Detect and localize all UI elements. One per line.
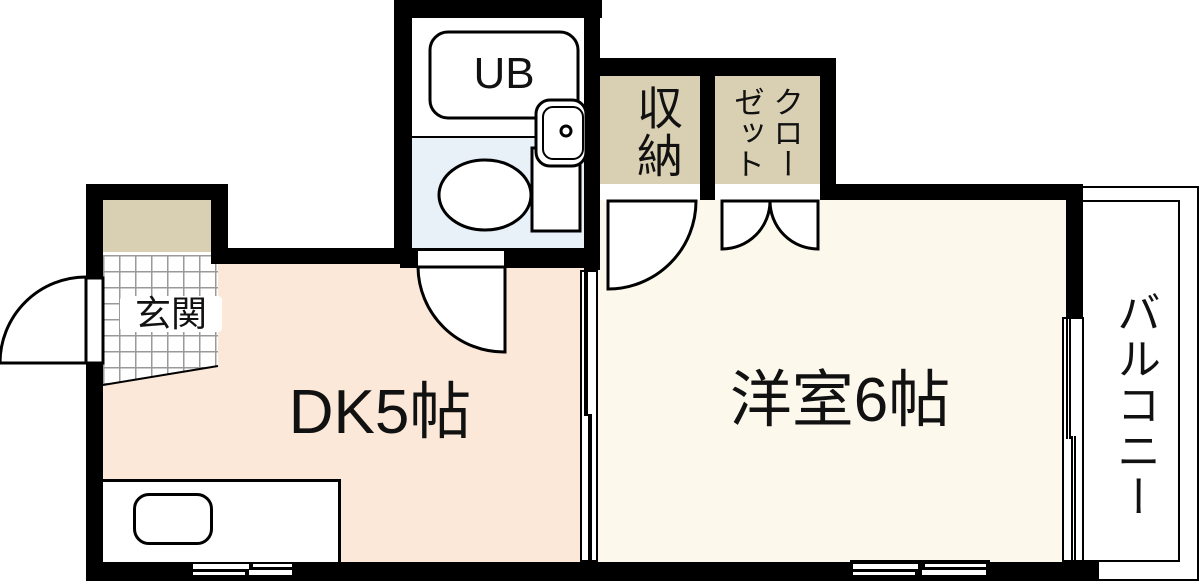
balcony-window-panel <box>1071 436 1076 560</box>
closet-door-swing-left <box>720 199 772 251</box>
entrance-shoe-box <box>103 200 211 252</box>
sliding-door-panel <box>588 414 592 560</box>
western-room <box>598 200 1066 562</box>
entrance-door-frame <box>84 276 105 365</box>
storage-door-swing <box>606 199 698 291</box>
western-window-pane <box>925 564 986 567</box>
wall <box>394 0 412 264</box>
toilet-bowl <box>437 158 533 232</box>
wall <box>584 184 600 200</box>
closet-label-col1: クロー <box>768 85 803 179</box>
wall <box>820 58 836 200</box>
sliding-door-panel <box>584 272 588 416</box>
wall <box>211 248 411 264</box>
kitchen-sink <box>133 493 213 545</box>
storage-label: 収納 <box>631 84 683 180</box>
wall <box>1066 184 1083 324</box>
western-room-label: 洋室6帖 <box>729 366 951 435</box>
balcony-inner-outline <box>1083 200 1180 562</box>
dk-window-pane <box>193 572 245 575</box>
storage-room <box>600 76 700 184</box>
western-window-pane <box>853 572 915 575</box>
closet-door-swing-right <box>768 199 820 251</box>
closet-label-col2: ゼット <box>729 85 764 179</box>
bathtub-outline <box>428 30 580 120</box>
bath-door-swing <box>416 265 507 354</box>
entrance-door-swing <box>0 275 88 365</box>
wall <box>211 184 228 262</box>
wall <box>86 184 228 200</box>
dk-window-pane <box>193 564 249 569</box>
western-window-pane <box>853 564 918 569</box>
wall <box>86 562 1099 581</box>
balcony-label: バルコニー <box>1110 290 1159 520</box>
western-window-pane <box>922 570 986 575</box>
wall <box>820 184 1083 200</box>
closet-room <box>715 76 820 184</box>
wall <box>394 0 602 18</box>
dk-label: DK5帖 <box>288 378 472 447</box>
balcony-window-panel <box>1066 319 1071 439</box>
unit-bath-label: UB <box>473 49 535 98</box>
entrance-label: 玄関 <box>120 296 222 332</box>
drain-icon <box>559 124 573 138</box>
dk-window-pane <box>249 570 292 575</box>
wall <box>700 58 715 200</box>
dk-window-pane <box>253 564 292 567</box>
